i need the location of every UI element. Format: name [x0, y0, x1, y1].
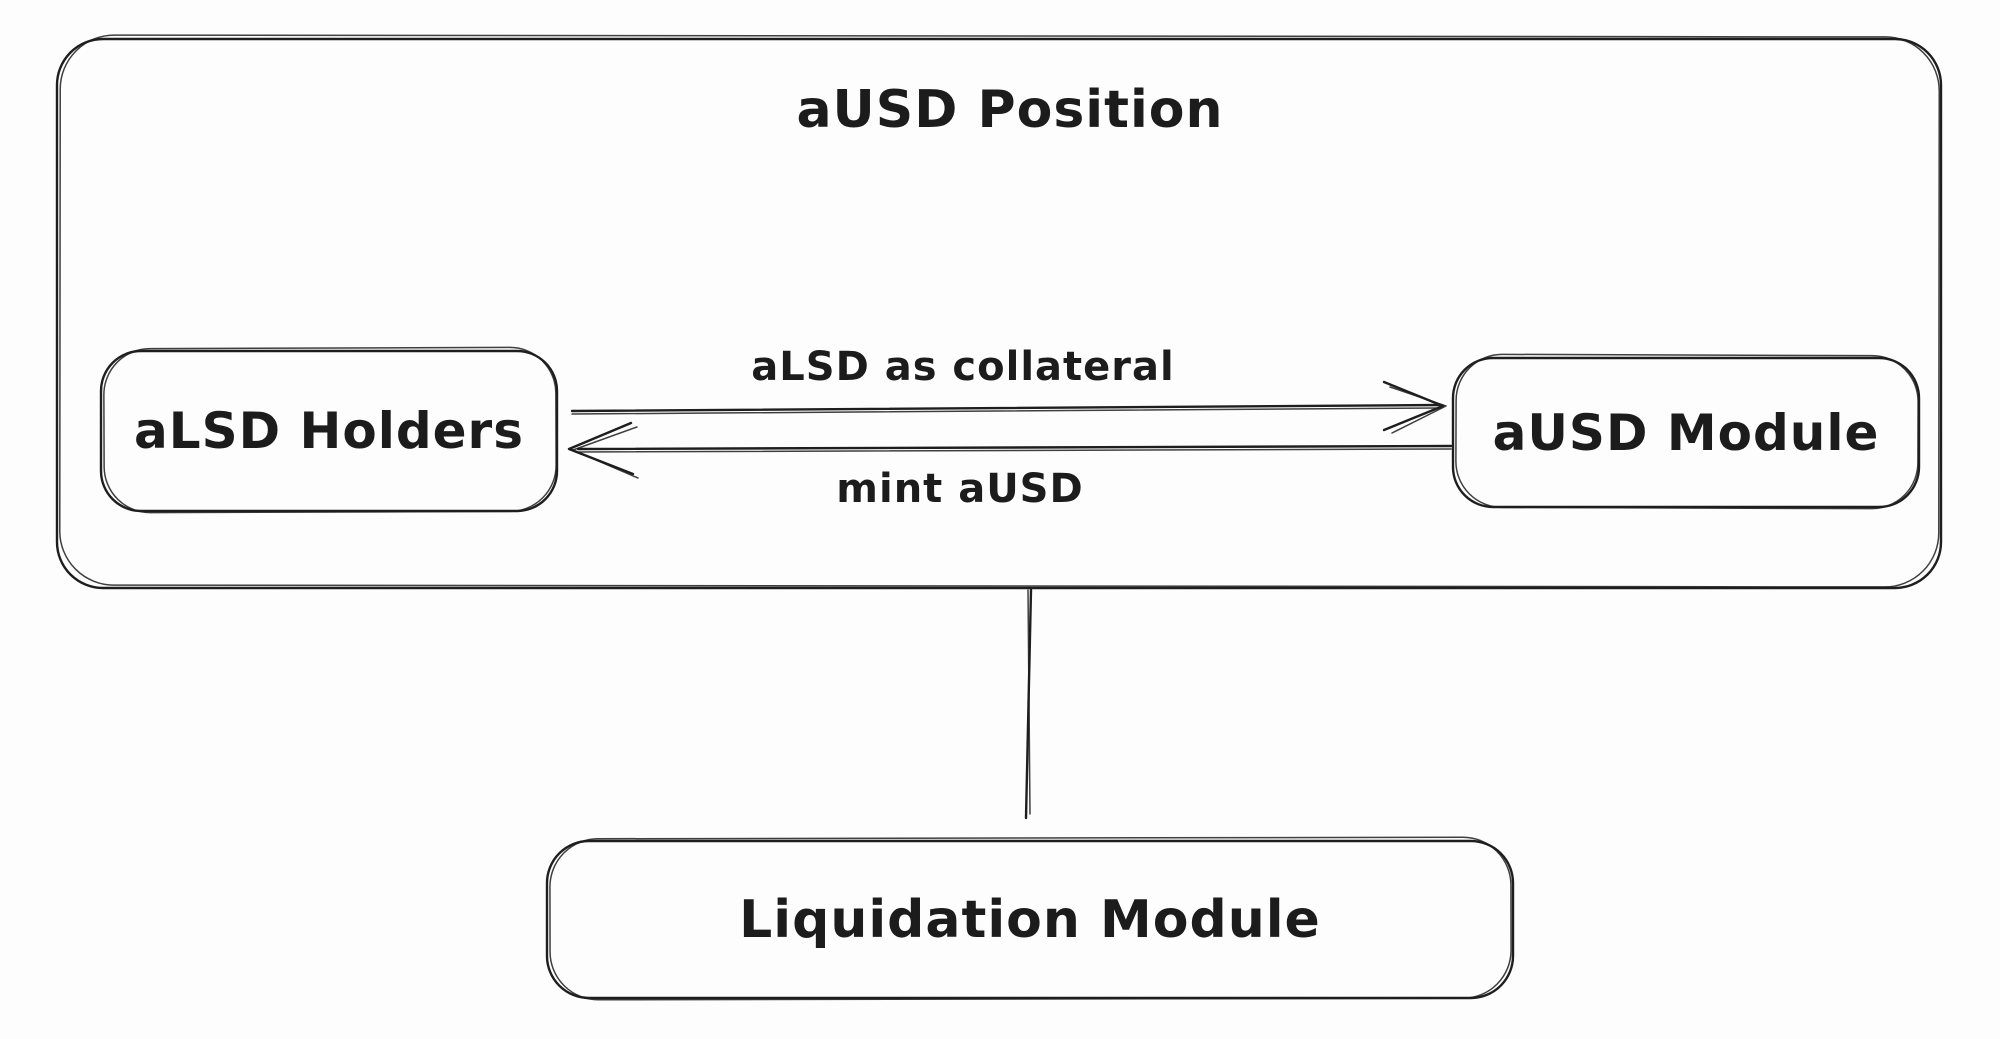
- node-label-ausd-module: aUSD Module: [1492, 403, 1880, 462]
- node-label-liquidation-module: Liquidation Module: [739, 889, 1321, 950]
- arrow-collateral: [572, 382, 1446, 433]
- connector-liquidation: [1026, 590, 1031, 818]
- node-label-alsd-holders: aLSD Holders: [134, 402, 524, 460]
- container-box-ausd-position: [57, 35, 1941, 588]
- arrow-mint: [569, 423, 1451, 478]
- node-box-ausd-module: [1453, 354, 1919, 509]
- edge-label-mint: mint aUSD: [836, 466, 1084, 512]
- container-title: aUSD Position: [796, 80, 1224, 140]
- node-box-liquidation-module: [547, 837, 1513, 1000]
- edge-label-collateral: aLSD as collateral: [751, 344, 1175, 390]
- node-box-alsd-holders: [101, 347, 557, 513]
